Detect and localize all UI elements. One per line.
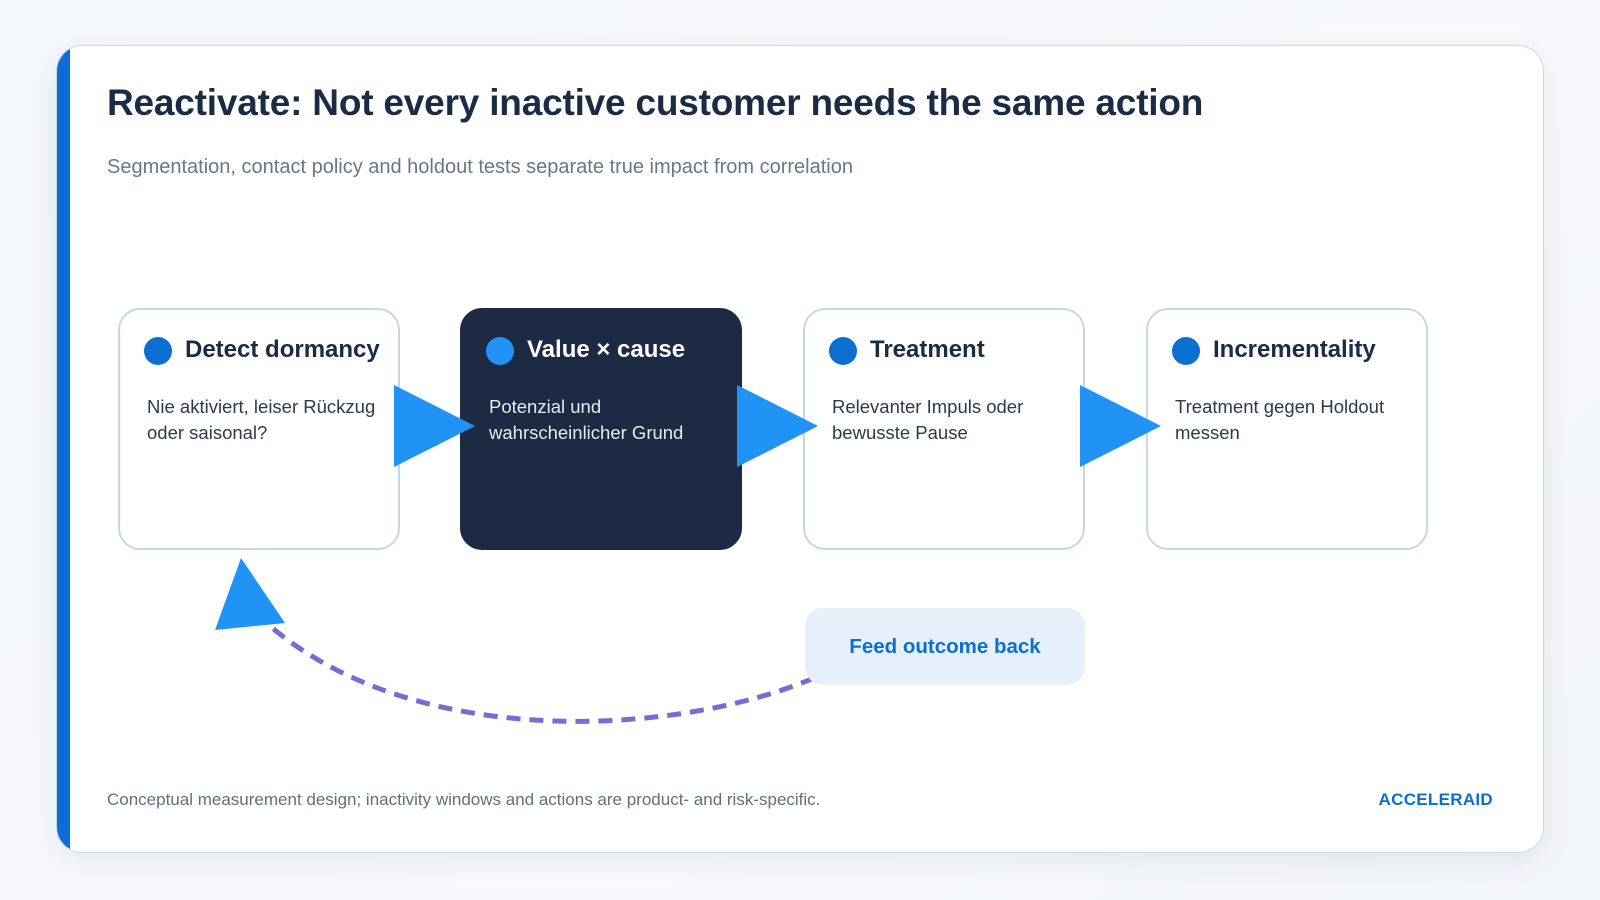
step-description: Relevanter Impuls oder bewusste Pause [832,396,1024,443]
flow-arrow-2 [737,385,818,467]
feedback-loop-arrowhead [215,558,285,630]
feedback-label: Feed outcome back [849,634,1041,658]
step-dot [829,337,857,365]
step-title: Detect dormancy [185,336,380,363]
feedback-label-box: Feed outcome back [805,608,1085,685]
step-value-cause: Value × cause Potenzial und wahrscheinli… [460,308,742,550]
step-incrementality: Incrementality Treatment gegen Holdout m… [1146,308,1428,550]
accent-bar [57,46,70,852]
flow-arrow-1 [394,385,475,467]
step-title: Incrementality [1213,336,1376,363]
step-title: Value × cause [527,336,686,363]
brand-logo-text: ACCELERAID [1378,790,1493,809]
slide-title: Reactivate: Not every inactive customer … [107,82,1204,123]
step-title: Treatment [870,336,985,363]
step-description: Potenzial und wahrscheinlicher Grund [489,396,684,443]
step-dot [486,337,514,365]
step-detect-dormancy: Detect dormancy Nie aktiviert, leiser Rü… [118,308,400,550]
slide-card: Reactivate: Not every inactive customer … [56,45,1544,853]
slide-subtitle: Segmentation, contact policy and holdout… [107,156,853,178]
feedback-loop-path [268,624,815,724]
step-description: Nie aktiviert, leiser Rückzug oder saiso… [147,396,376,443]
flow-arrow-3 [1080,385,1161,467]
step-dot [144,337,172,365]
footnote: Conceptual measurement design; inactivit… [107,790,821,809]
flow-connectors [215,385,1161,724]
step-dot [1172,337,1200,365]
step-description: Treatment gegen Holdout messen [1175,396,1385,443]
